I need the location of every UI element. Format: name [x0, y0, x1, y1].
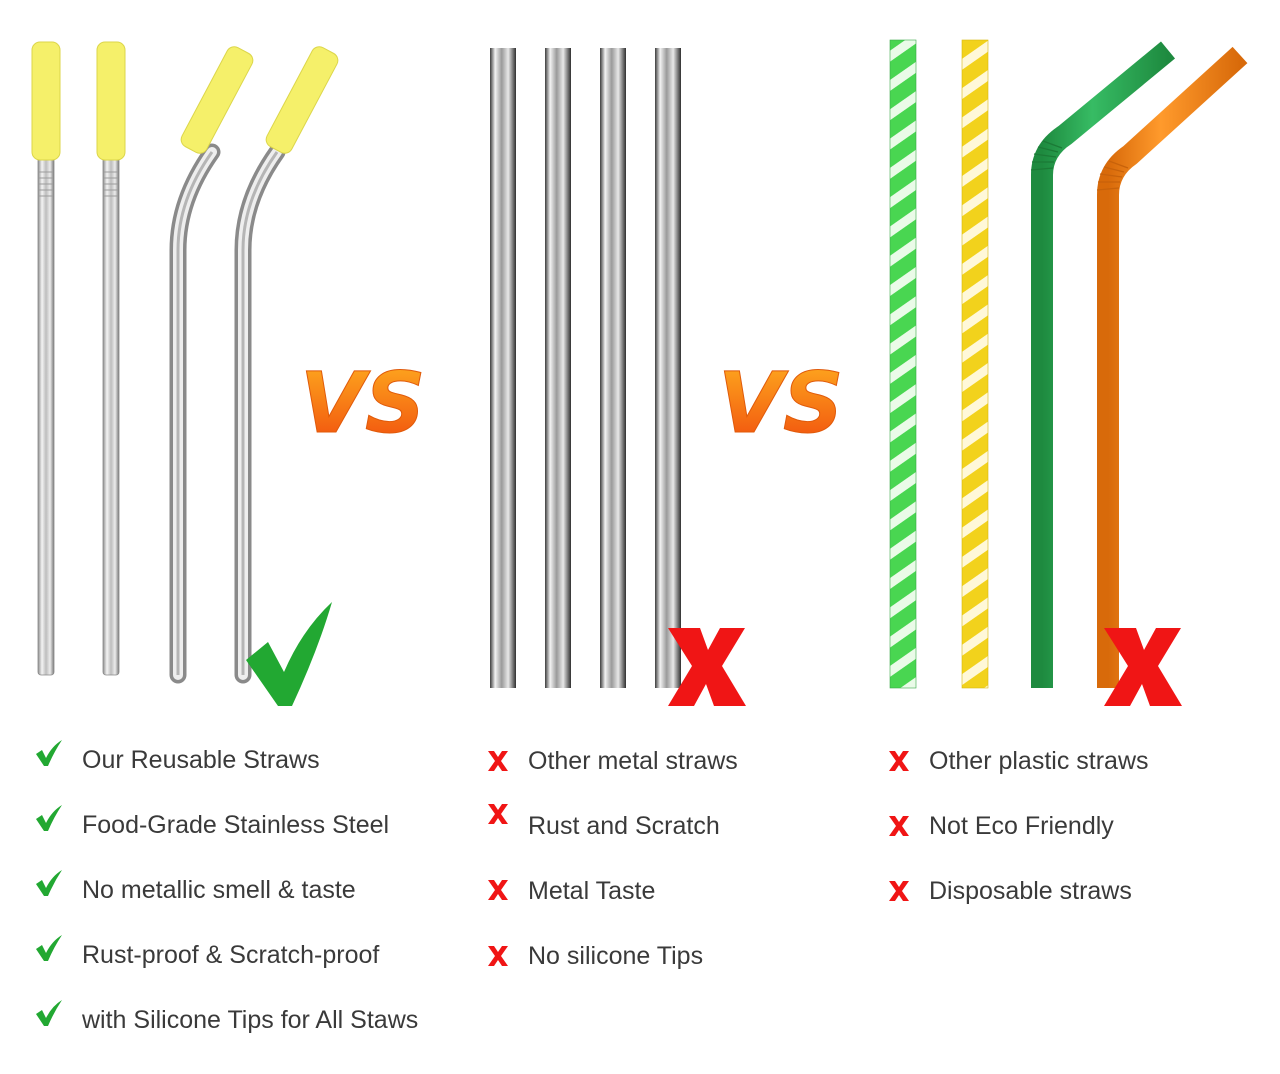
- bent-straw-1: [169, 46, 254, 684]
- cross-icon: [488, 751, 508, 771]
- cross-icon: [889, 751, 909, 771]
- check-icon: [36, 740, 62, 766]
- feature-item: No metallic smell & taste: [82, 876, 356, 904]
- feature-item: Other metal straws: [528, 747, 738, 775]
- cross-icon: [889, 881, 909, 901]
- feature-item: No silicone Tips: [528, 942, 704, 970]
- feature-item: Not Eco Friendly: [929, 812, 1114, 840]
- vs-label-2: VS: [718, 354, 844, 452]
- reusable-straws: [31, 41, 339, 706]
- feature-item: Rust-proof & Scratch-proof: [82, 941, 380, 969]
- big-check-icon: [246, 602, 332, 706]
- feature-item: Food-Grade Stainless Steel: [82, 811, 390, 839]
- feature-item: Other plastic straws: [929, 747, 1149, 775]
- cross-icon: [488, 946, 508, 966]
- feature-item: with Silicone Tips for All Staws: [82, 1006, 419, 1034]
- bent-straw-2: [234, 46, 339, 684]
- check-icon: [36, 935, 62, 961]
- check-icon: [36, 1000, 62, 1026]
- plastic-straws: [889, 39, 1248, 706]
- feature-item: Our Reusable Straws: [82, 746, 320, 774]
- check-icon: [36, 805, 62, 831]
- metal-straws: [490, 48, 746, 706]
- feature-item: Disposable straws: [929, 877, 1132, 905]
- straight-straw-1: [31, 41, 61, 676]
- cross-icon: [488, 880, 508, 900]
- feature-item: Metal Taste: [528, 877, 656, 905]
- big-cross-icon-2: [1104, 628, 1182, 706]
- big-cross-icon: [668, 628, 746, 706]
- check-icon: [36, 870, 62, 896]
- vs-label-1: VS: [300, 354, 426, 452]
- cross-icon: [488, 804, 508, 824]
- cross-icon: [889, 816, 909, 836]
- comparison-illustration: VS VS: [31, 39, 1248, 706]
- feature-item: Rust and Scratch: [528, 812, 720, 840]
- straight-straw-2: [96, 41, 126, 676]
